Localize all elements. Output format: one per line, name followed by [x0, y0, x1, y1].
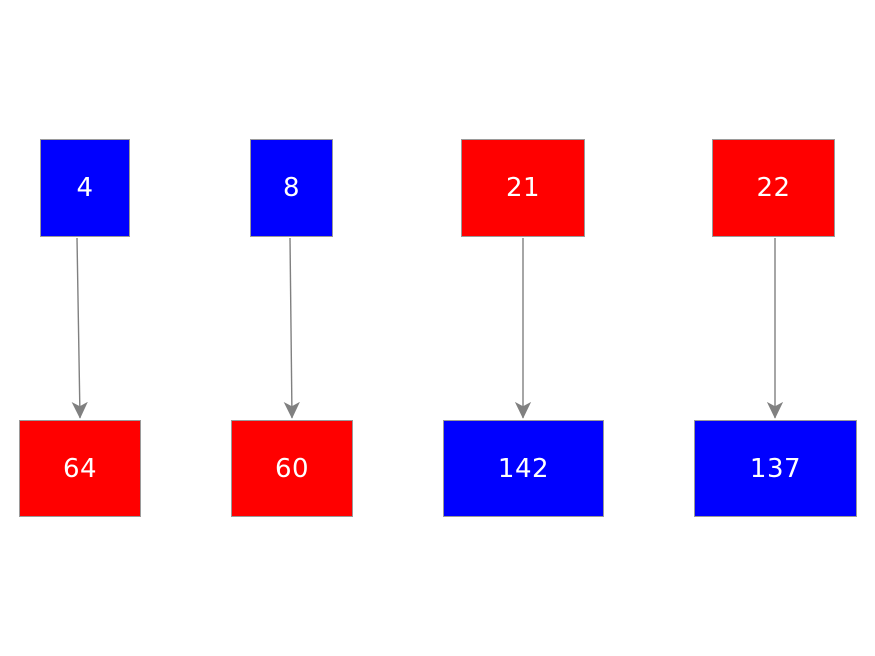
- node-22[interactable]: 22: [712, 139, 835, 237]
- node-60[interactable]: 60: [231, 420, 353, 517]
- edge-n8-to-n60: [283, 237, 300, 419]
- node-64[interactable]: 64: [19, 420, 141, 517]
- node-label: 142: [497, 453, 550, 484]
- node-8[interactable]: 8: [250, 139, 333, 237]
- edge-group: [71, 237, 784, 419]
- node-4[interactable]: 4: [40, 139, 130, 237]
- node-label: 60: [274, 453, 310, 484]
- node-137[interactable]: 137: [694, 420, 857, 517]
- node-21[interactable]: 21: [461, 139, 585, 237]
- node-label: 22: [756, 173, 791, 203]
- edge-n4-to-n64: [71, 237, 88, 419]
- node-label: 4: [76, 173, 94, 203]
- node-label: 64: [62, 453, 98, 484]
- node-label: 8: [282, 173, 301, 203]
- node-label: 21: [505, 173, 541, 203]
- node-142[interactable]: 142: [443, 420, 604, 517]
- node-label: 137: [749, 453, 802, 484]
